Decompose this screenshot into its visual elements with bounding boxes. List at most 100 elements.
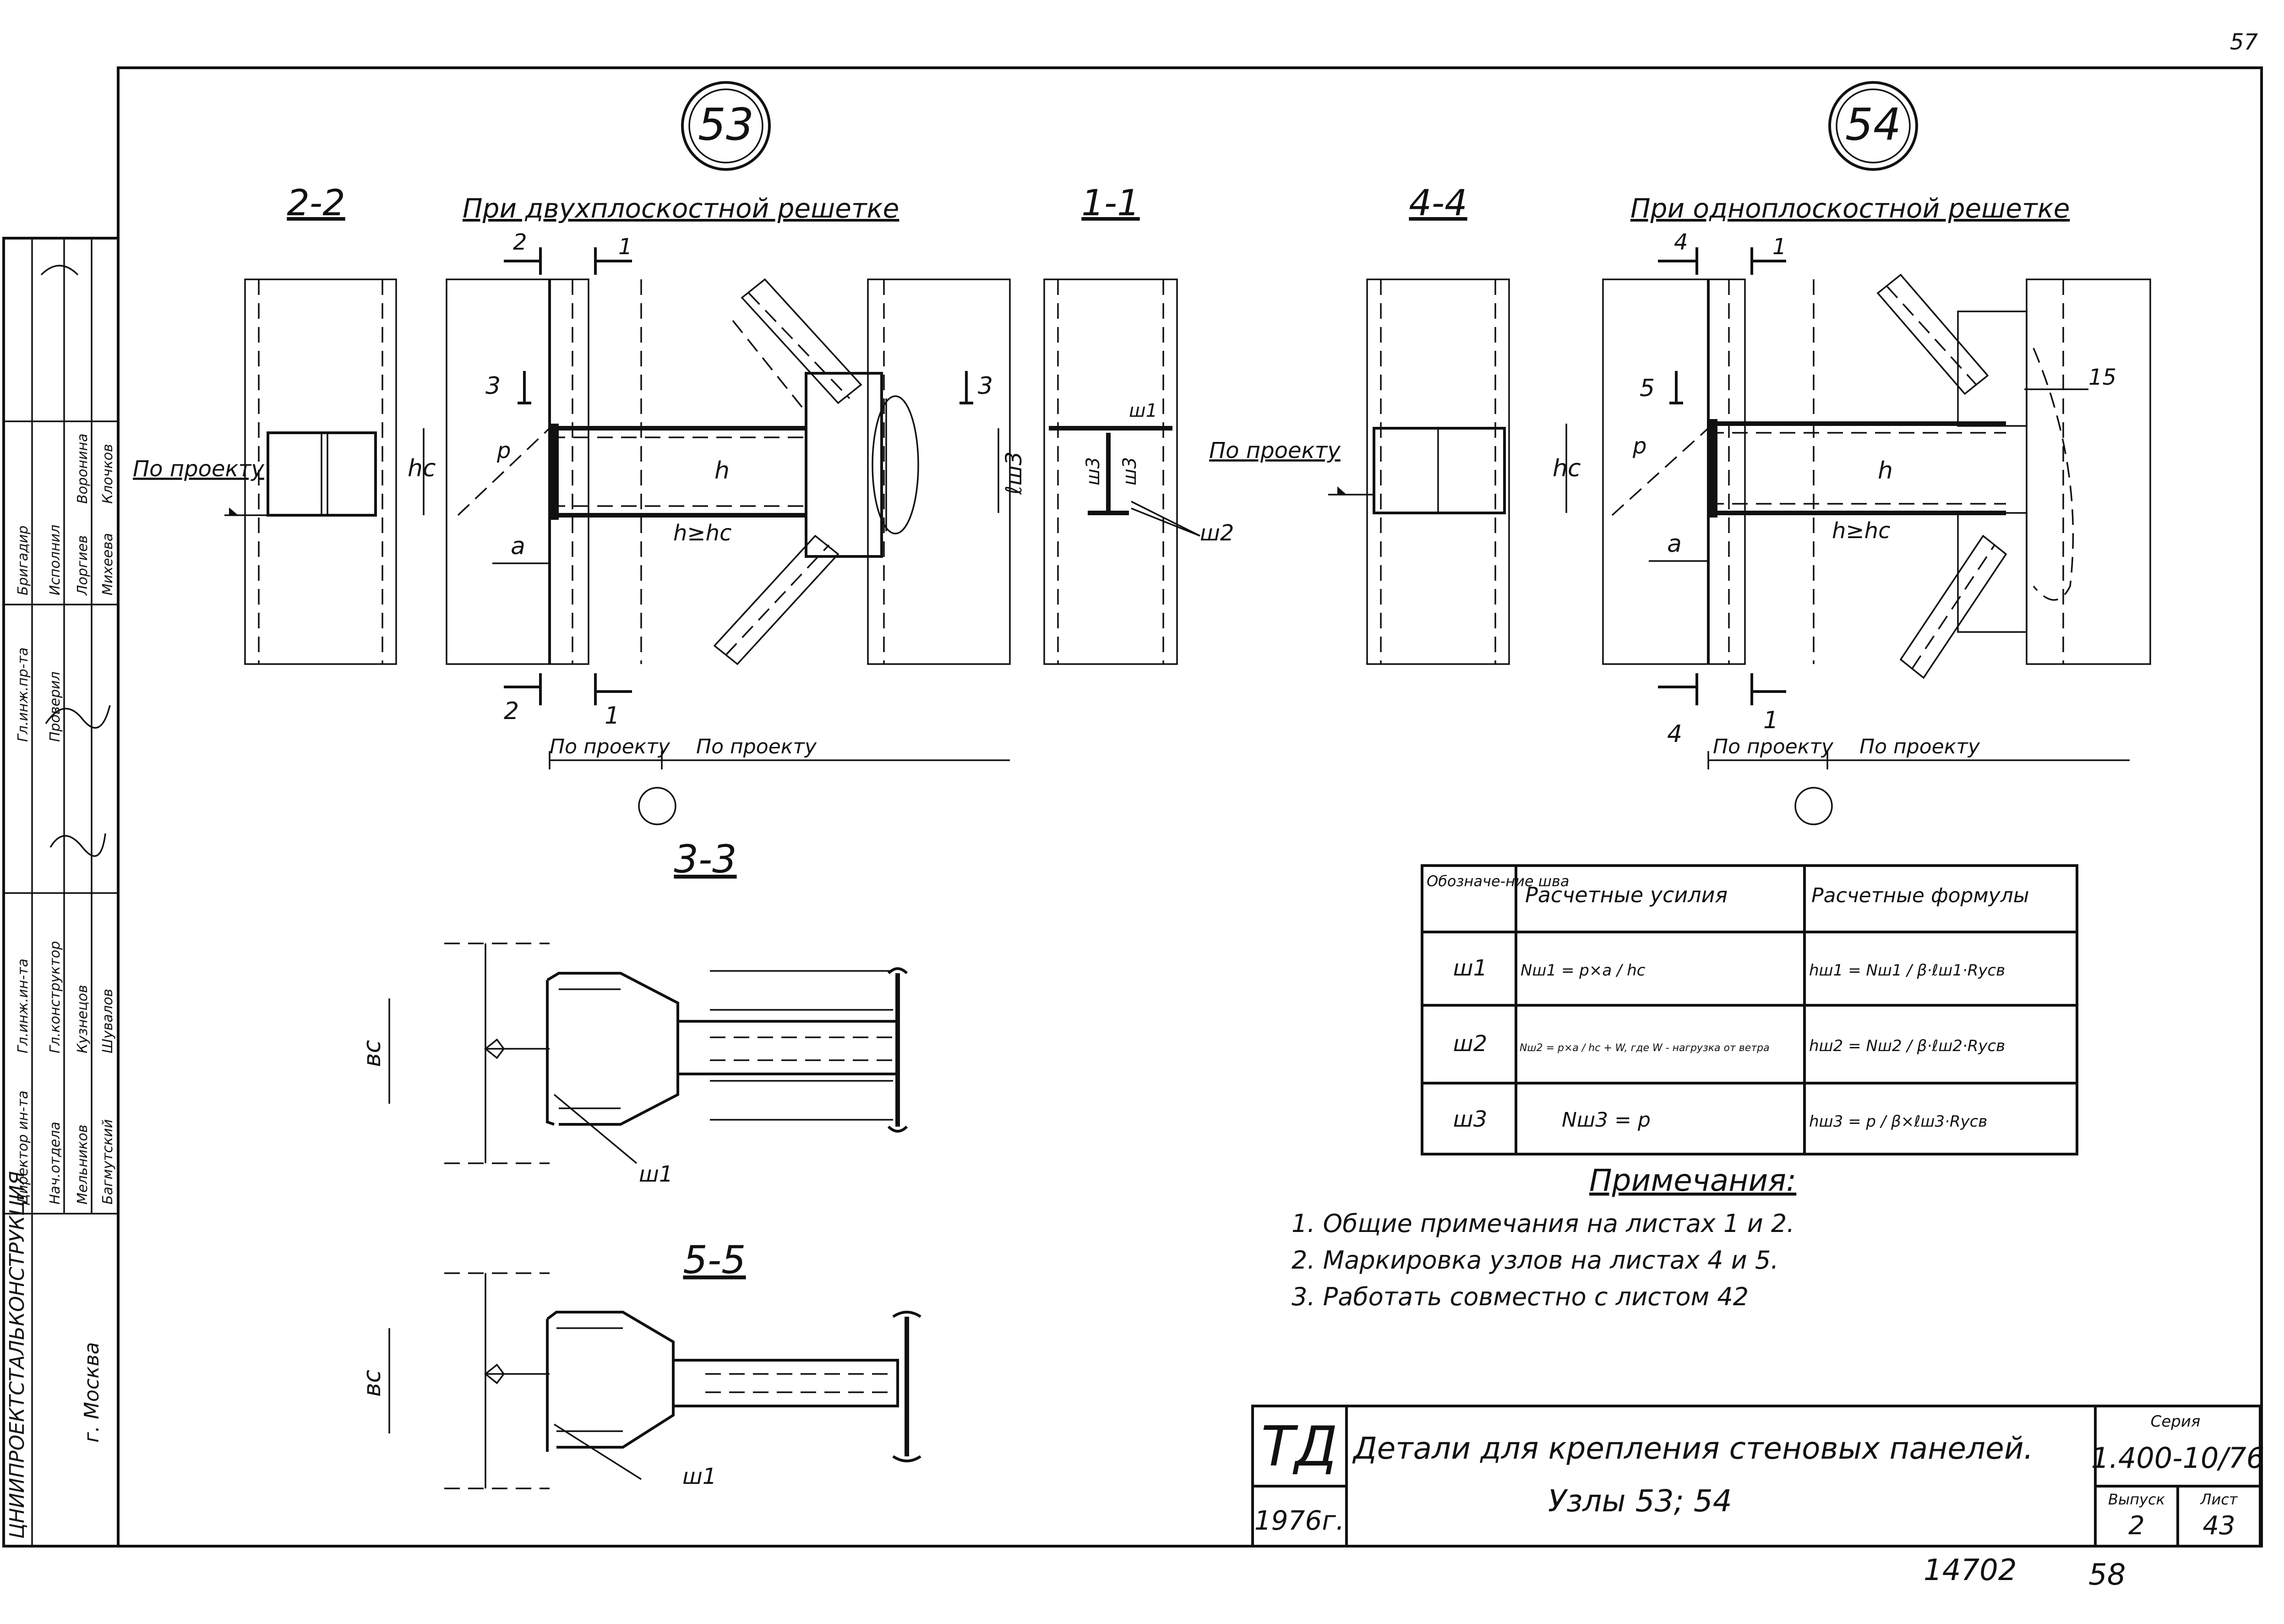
stamp-role-8: Исполнил [47, 525, 63, 595]
section-2-2-view: По проекту [133, 278, 397, 665]
table-row1-formula: hш1 = Nш1 / β·ℓш1·Ryсв [1809, 961, 2005, 980]
cut-15-54: 15 [2088, 365, 2116, 390]
cut-4-top-54: 4 [1674, 229, 1688, 255]
notes-block: Примечания: 1. Общие примечания на листа… [1292, 1163, 1796, 1311]
title-issue-label: Выпуск [2108, 1491, 2165, 1508]
dim-po-proektu-53a: По проекту [550, 735, 670, 758]
sheet-frame [117, 66, 2263, 1548]
table-header-formula: Расчетные формулы [1811, 884, 2029, 907]
node-54-label: 54 [1845, 99, 1901, 150]
notes-item-2: 2. Маркировка узлов на листах 4 и 5. [1292, 1246, 1778, 1275]
weld-sh3-11b: ш3 [1119, 457, 1140, 485]
notes-title: Примечания: [1589, 1163, 1796, 1198]
title-block: ТД 1976г. Детали для крепления стеновых … [1251, 1405, 2264, 1548]
section-5-5-title: 5-5 [683, 1237, 746, 1282]
node-54-marker: 54 [1828, 81, 1918, 171]
stamp-name-6: Воронина [75, 434, 91, 504]
node-53-marker: 53 [681, 81, 771, 171]
stamp-name-4: Шувалов [100, 989, 116, 1053]
stamp-signatures [40, 265, 111, 857]
stamp-org: ЦНИИПРОЕКТСТАЛЬКОНСТРУКЦИЯ [5, 1171, 29, 1539]
title-td: ТД [1261, 1415, 1337, 1479]
dim-bc-33: вс [359, 1040, 386, 1067]
section-1-1-view: ш1 ш3 ш3 ℓш3 ш2 [998, 278, 1234, 665]
stamp-city: г. Москва [80, 1342, 104, 1443]
dim-bc-55: вс [359, 1370, 386, 1397]
table-row2-weld: ш2 [1453, 1031, 1487, 1057]
stamp-name-7: Михеева [100, 533, 116, 595]
dim-a-54: a [1667, 530, 1682, 558]
dim-h-54: h [1878, 457, 1893, 485]
stamp-role-3: Нач.отдела [47, 1122, 63, 1204]
weld-sh2-11: ш2 [1200, 520, 1234, 546]
title-line-2: Узлы 53; 54 [1548, 1483, 1732, 1519]
cut-1-bottom-53: 1 [605, 702, 620, 730]
title-issue-value: 2 [2128, 1511, 2145, 1541]
cut-3-right-53: 3 [978, 372, 993, 400]
weld-sh1-33: ш1 [639, 1161, 673, 1187]
stamp-name-1: Мельников [75, 1125, 91, 1204]
dim-po-proektu-44: По проекту [1209, 438, 1341, 463]
table-header-force: Расчетные усилия [1525, 883, 1728, 907]
table-row1-weld: ш1 [1453, 955, 1487, 981]
table-row2-formula: hш2 = Nш2 / β·ℓш2·Ryсв [1809, 1037, 2005, 1055]
cut-5-54: 5 [1640, 375, 1655, 402]
title-sheet-value: 43 [2202, 1511, 2235, 1541]
section-1-1-title: 1-1 [1081, 183, 1139, 224]
table-row1-force: Nш1 = p×a / hc [1521, 961, 1646, 980]
section-4-4-view: По проекту [1209, 278, 1510, 665]
cut-3-left-53: 3 [485, 372, 501, 400]
notes-item-3: 3. Работать совместно с листом 42 [1292, 1282, 1749, 1311]
dim-h-53: h [714, 457, 730, 485]
section-4-4-title: 4-4 [1409, 183, 1467, 224]
dim-po-proektu-54b: По проекту [1859, 735, 1980, 758]
node-53-elevation: hc h h≥hc p a 2 1 2 1 3 3 По проекту По … [408, 229, 1011, 825]
stamp-role-6: Бригадир [15, 525, 31, 595]
header-double-plane: При двухплоскостной решетке [463, 193, 899, 224]
section-3-3-view: вс ш1 [359, 943, 908, 1187]
stamp-role-4: Гл.конструктор [47, 941, 63, 1053]
header-single-plane: При одноплоскостной решетке [1630, 193, 2070, 224]
dim-po-proektu-22: По проекту [133, 456, 264, 482]
section-2-2-title: 2-2 [287, 183, 345, 224]
table-row3-force: Nш3 = p [1562, 1108, 1651, 1132]
footer-page-number: 58 [2088, 1558, 2126, 1592]
table-row3-formula: hш3 = p / β×ℓш3·Ryсв [1809, 1112, 1987, 1131]
table-row3-weld: ш3 [1453, 1106, 1487, 1132]
dim-p-54: p [1632, 433, 1646, 459]
weld-sh1-55: ш1 [682, 1464, 716, 1489]
weld-sh3-11a: ш3 [1083, 457, 1104, 485]
dim-a-53: a [511, 533, 525, 560]
stamp-role-1: Директор ин-та [15, 1090, 31, 1205]
cut-1-top-53: 1 [618, 234, 632, 260]
cut-1-top-54: 1 [1772, 234, 1787, 260]
sheet-corner-number: 57 [2230, 29, 2258, 55]
notes-item-1: 1. Общие примечания на листах 1 и 2. [1292, 1209, 1794, 1238]
title-year: 1976г. [1254, 1505, 1345, 1536]
title-sheet-label: Лист [2200, 1491, 2238, 1508]
title-series-label: Серия [2151, 1412, 2201, 1431]
section-3-3-title: 3-3 [674, 837, 736, 882]
dim-h-ge-hc-54: h≥hc [1832, 518, 1890, 544]
cut-1-bottom-54: 1 [1763, 707, 1778, 734]
dim-h-ge-hc-53: h≥hc [673, 520, 731, 546]
table-header-weld: Обозначе-ние шва [1427, 872, 1570, 890]
cut-2-bottom-53: 2 [504, 698, 519, 725]
dim-po-proektu-54a: По проекту [1713, 735, 1834, 758]
stamp-role-2: Гл.инж.ин-та [15, 959, 31, 1053]
weld-table: Обозначе-ние шва Расчетные усилия Расчет… [1421, 864, 2078, 1155]
section-5-5-view: вс ш1 [359, 1272, 921, 1489]
dim-lsh3: ℓш3 [1001, 452, 1027, 495]
dim-hc-53: hc [408, 455, 436, 482]
footer-inventory-number: 14702 [1924, 1553, 2017, 1587]
dim-hc-54: hc [1553, 455, 1581, 482]
dim-p-53: p [496, 438, 511, 463]
title-line-1: Детали для крепления стеновых панелей. [1352, 1431, 2033, 1466]
table-row2-force: Nш2 = p×a / hc + W, где W - нагрузка от … [1520, 1042, 1770, 1054]
stamp-role-5: Гл.инж.пр-та [15, 648, 31, 742]
cut-2-top-53: 2 [513, 229, 527, 255]
stamp-name-5: Лоргиев [75, 535, 91, 596]
node-53-label: 53 [698, 99, 754, 150]
